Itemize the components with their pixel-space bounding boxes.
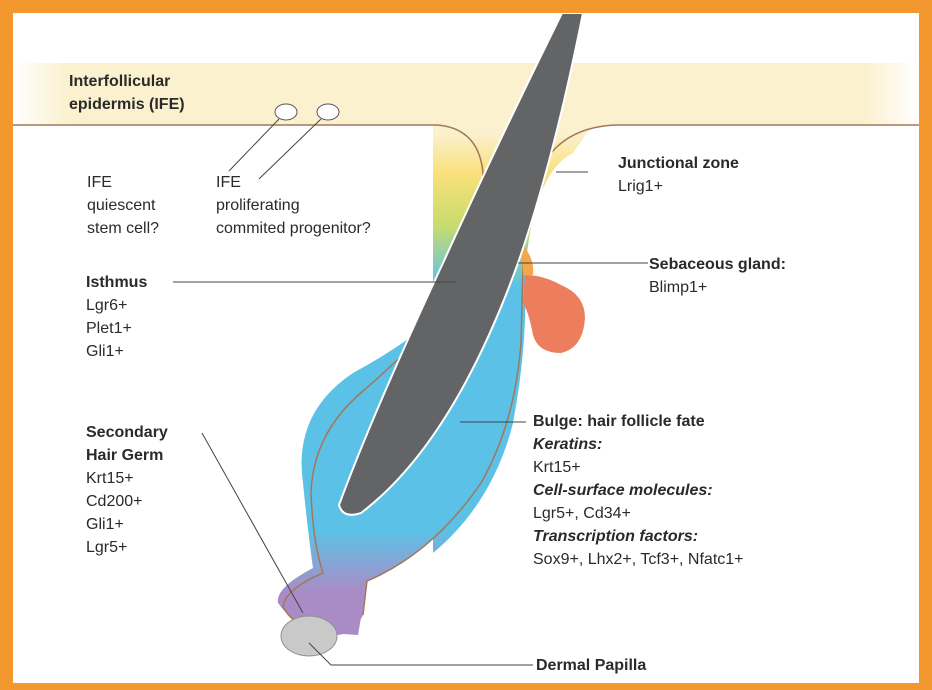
proliferating-leader — [259, 119, 321, 179]
quiescent-cell — [275, 104, 297, 120]
isthmus-label: Isthmus Lgr6+Plet1+Gli1+ — [86, 271, 147, 363]
papilla-leader — [309, 643, 533, 665]
sebaceous-gland-label: Sebaceous gland:Blimp1+ — [649, 253, 786, 299]
dermal-papilla-label: Dermal Papilla — [536, 654, 646, 677]
germ-leader — [202, 433, 303, 613]
proliferating-cell — [317, 104, 339, 120]
bulge-label: Bulge: hair follicle fate Keratins:Krt15… — [533, 410, 744, 571]
isthmus-title: Isthmus — [86, 271, 147, 294]
quiescent-leader — [229, 119, 279, 171]
sebaceous-gland — [523, 275, 585, 353]
dermal-papilla — [281, 616, 337, 656]
